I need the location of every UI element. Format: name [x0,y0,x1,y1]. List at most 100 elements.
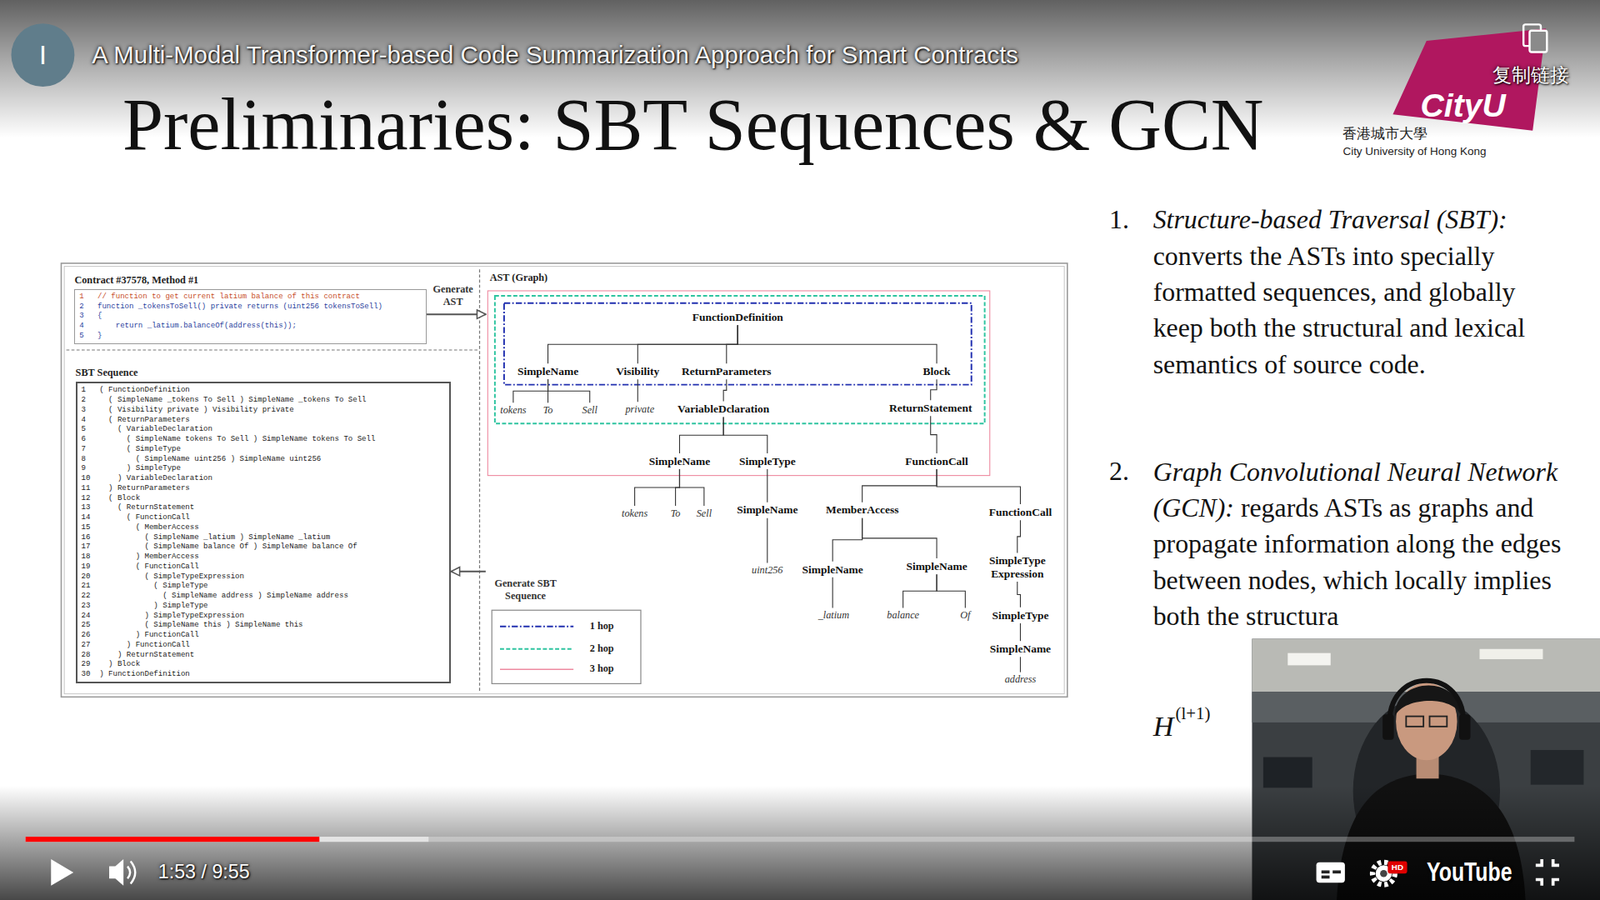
leaf-token: Of [960,609,970,621]
time-display: 1:53 / 9:55 [158,860,250,885]
sbt-line: 16 ( SimpleName _latium ) SimpleName _la… [81,532,446,543]
tree-edge [675,469,680,506]
ast-node: FunctionCall [987,504,1054,520]
sbt-box: 1 ( FunctionDefinition2 ( SimpleName _to… [75,381,452,684]
ast-node-label: SimpleName [517,365,579,378]
progress-track [25,836,1575,842]
slide-title: Preliminaries: SBT Sequences & GCN [122,87,1265,161]
webcam-person-glasses [1405,716,1424,727]
youtube-logo-text: YouTube [1426,855,1513,888]
leaf-token: _latium [818,609,850,621]
ast-node-label: ReturnStatement [889,401,972,415]
ast-node: SimpleType [737,453,797,470]
formula-superscript: (l+1) [1175,703,1211,725]
copy-icon [1523,24,1547,52]
ast-leaf: balance [885,607,920,623]
ast-node-label: FunctionCall [905,455,969,468]
sbt-line: 3 ( Visibility private ) Visibility priv… [81,405,446,415]
university-name-en: City University of Hong Kong [1342,145,1486,159]
sbt-line: 27 ) FunctionCall [81,640,446,650]
tree-edge [930,415,937,454]
ast-node-label: MemberAccess [825,503,899,516]
figure-frame-inner [64,266,1065,695]
ast-leaf: To [541,402,555,418]
legend-label: 3 hop [590,662,615,675]
tree-edge [737,325,937,364]
sbt-line: 1 ( FunctionDefinition [81,385,446,395]
copy-link-text: 复制链接 [1492,63,1570,87]
captions-icon [1316,862,1345,883]
ast-node-label: SimpleType [992,609,1050,622]
ast-leaf: Sell [695,505,714,521]
code-line: 2 function _tokensToSell() private retur… [79,301,422,312]
copy-icon-front [1530,30,1548,53]
generate-arrow [426,313,486,315]
sbt-line: 30 ) FunctionDefinition [81,669,446,680]
sbt-panel: SBT Sequence1 ( FunctionDefinition2 ( Si… [75,364,452,684]
tree-edge [1017,520,1021,553]
tree-edge [832,577,834,609]
ast-node: SimpleName [800,561,865,578]
ast-node-label: FunctionDefinition [692,310,784,324]
ast-node-label: FunctionCall [989,505,1053,519]
sbt-line: 17 ( SimpleName balance Of ) SimpleName … [81,541,446,552]
formula-symbol: H [1153,709,1175,744]
ast-node-label: Block [923,365,951,378]
sbt-line: 23 ) SimpleType [81,600,446,611]
tree-edge [637,379,639,402]
leaf-token: Sell [582,404,598,416]
leaf-token: To [543,404,554,416]
tree-edge [1017,581,1021,608]
tree-edge [862,469,937,503]
ast-node-label: ReturnParameters [681,365,772,378]
sbt-line: 10 ) VariableDeclaration [81,473,446,484]
captions-icon-mark [1321,870,1330,874]
sbt-line: 11 ) ReturnParameters [81,483,446,494]
ast-leaf: Sell [580,402,600,418]
leaf-token: private [625,403,655,415]
sbt-line: 5 ( VariableDeclaration [81,424,446,435]
sbt-line: 15 ( MemberAccess [81,522,446,533]
progress-played [25,836,320,842]
ast-node: VariableDclaration [675,400,771,417]
logo-wordmark: CityU [1420,85,1505,125]
volume-waves [127,860,135,884]
hop3-region [487,290,990,476]
list-number: 1. [1109,204,1130,236]
ast-node: ReturnStatement [887,400,974,416]
tree-edge [726,325,738,364]
sbt-line: 6 ( SimpleName tokens To Sell ) SimpleNa… [81,434,446,445]
code-box: 1 // function to get current latium bala… [74,289,426,345]
leaf-token: To [670,507,681,520]
ast-node: FunctionDefinition [690,309,785,325]
captions-icon-mark [1321,875,1330,880]
ast-node: SimpleType [990,607,1050,624]
sbt-line: 4 ( ReturnParameters [81,415,446,425]
bullet-body: converts the ASTs into specially formatt… [1153,241,1525,380]
ast-leaf: private [624,401,656,417]
ast-node-label: SimpleName [649,455,710,468]
ast-node: SimpleName [905,558,970,575]
sbt-line: 25 ( SimpleName this ) SimpleName this [81,620,446,630]
ast-leaf: Of [958,607,972,623]
list-number: 2. [1109,455,1130,488]
tree-edge [513,379,549,403]
ast-node: MemberAccess [824,502,900,519]
volume-icon [109,859,124,886]
sbt-line: 24 ) SimpleTypeExpression [81,610,446,621]
tree-edge [930,379,937,400]
leaf-token: tokens [500,404,526,416]
legend-line [500,625,574,628]
sbt-line: 7 ( SimpleType [81,444,446,455]
legend-label: 2 hop [590,642,615,655]
ast-leaf: _latium [816,607,851,623]
tree-edge [635,469,680,506]
code-line: 5 } [79,330,422,341]
ast-node-label: VariableDclaration [677,402,770,415]
sbt-line: 14 ( FunctionCall [81,512,446,523]
tree-edge [723,417,768,454]
tree-edge [936,469,1020,505]
settings-gear-hole [1380,870,1388,878]
panel-heading: SBT Sequence [75,364,452,382]
